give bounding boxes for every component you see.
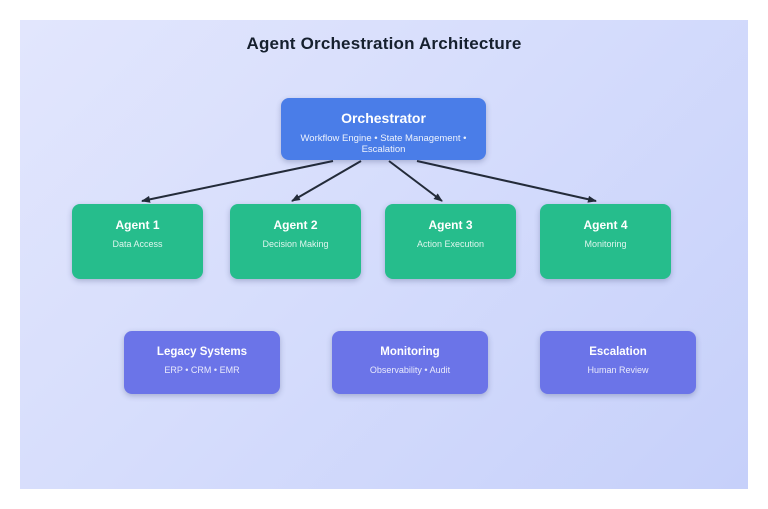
diagram-canvas: Agent Orchestration Architecture Orchest…	[20, 20, 748, 489]
escalation-subtitle: Human Review	[587, 365, 649, 375]
arrow-orchestrator-agent-4	[416, 160, 597, 203]
agent-1-title: Agent 1	[115, 218, 160, 232]
diagram-title: Agent Orchestration Architecture	[246, 34, 522, 53]
orchestrator-subtitle: Workflow Engine • State Management • Esc…	[300, 133, 467, 155]
escalation-title: Escalation	[589, 346, 647, 358]
agent-3-subtitle: Action Execution	[416, 239, 485, 249]
agent-3-title: Agent 3	[428, 218, 473, 232]
legacy-systems-title: Legacy Systems	[156, 346, 248, 358]
agent-1-subtitle: Data Access	[112, 239, 163, 249]
agent-3-node: Agent 3 Action Execution	[385, 204, 516, 279]
monitoring-node: Monitoring Observability • Audit	[332, 331, 488, 394]
legacy-systems-node: Legacy Systems ERP • CRM • EMR	[124, 331, 280, 394]
agent-2-subtitle: Decision Making	[262, 239, 329, 249]
orchestrator-title: Orchestrator	[341, 110, 426, 126]
agent-2-node: Agent 2 Decision Making	[230, 204, 361, 279]
agent-1-node: Agent 1 Data Access	[72, 204, 203, 279]
legacy-systems-subtitle: ERP • CRM • EMR	[164, 365, 240, 375]
escalation-node: Escalation Human Review	[540, 331, 696, 394]
arrow-orchestrator-agent-1	[141, 160, 334, 203]
orchestrator-node: Orchestrator Workflow Engine • State Man…	[281, 98, 486, 160]
agent-4-title: Agent 4	[583, 218, 628, 232]
arrow-orchestrator-agent-2	[291, 160, 362, 202]
agent-4-node: Agent 4 Monitoring	[540, 204, 671, 279]
monitoring-title: Monitoring	[380, 346, 440, 358]
agent-2-title: Agent 2	[273, 218, 318, 232]
arrow-orchestrator-agent-3	[388, 160, 443, 202]
agent-4-subtitle: Monitoring	[584, 239, 627, 249]
monitoring-subtitle: Observability • Audit	[369, 365, 451, 375]
